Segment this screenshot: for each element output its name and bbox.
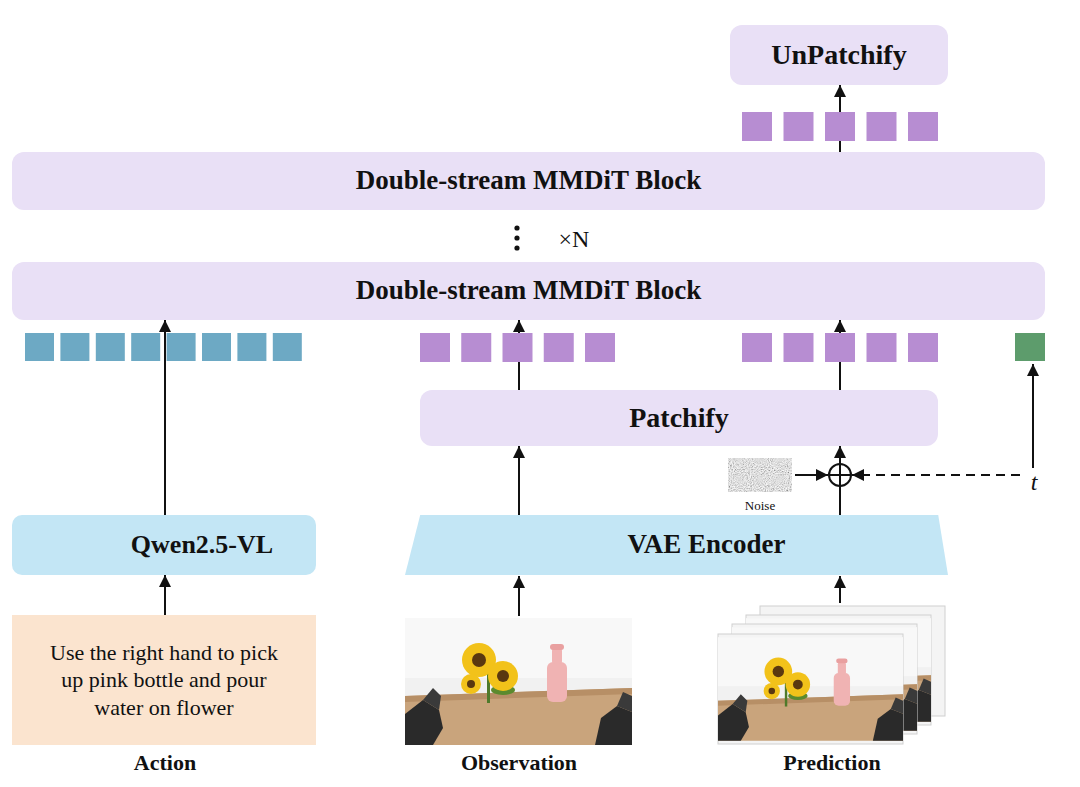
- prediction-tokens-part: [867, 333, 897, 362]
- output-tokens-part: [784, 112, 814, 141]
- patchify-box: Patchify: [420, 390, 938, 446]
- add-operator-part: [839, 464, 841, 486]
- text-tokens-part: [273, 333, 302, 361]
- observation-tokens-part: [503, 333, 533, 362]
- output-tokens-part: [867, 112, 897, 141]
- text-encoder-box: Qwen2.5-VL: [12, 515, 316, 575]
- prediction-frames: [718, 606, 945, 744]
- text-tokens-part: [60, 333, 89, 361]
- timestep-wires-part: [795, 474, 828, 476]
- unpatchify-box: UnPatchify: [730, 25, 948, 85]
- node-text: Double-stream MMDiT Block: [356, 165, 701, 196]
- add-operator: [829, 464, 851, 486]
- prediction-frames-part: [718, 637, 903, 741]
- mmdit-block: Double-stream MMDiT Block: [12, 262, 1045, 320]
- text-tokens-part: [167, 333, 196, 361]
- text-tokens-part: [202, 333, 231, 361]
- mmdit-block: Double-stream MMDiT Block: [12, 152, 1045, 210]
- text-tokens-part: [237, 333, 266, 361]
- output-tokens-part: [742, 112, 772, 141]
- instruction-box: Use the right hand to pick up pink bottl…: [12, 615, 316, 745]
- timestep-wires-part: [852, 474, 1020, 476]
- input-caption: Action: [134, 750, 196, 776]
- add-operator-part: [829, 464, 851, 486]
- flow-arrow: [164, 575, 166, 615]
- timestep-wires-part: [1032, 364, 1034, 468]
- node-text: Use the right hand to pick up pink bottl…: [42, 639, 286, 722]
- observation-tokens-part: [544, 333, 574, 362]
- flow-arrow: [839, 446, 841, 515]
- output-tokens: [742, 112, 938, 141]
- text-tokens-part: [25, 333, 54, 361]
- noise-image: [728, 458, 792, 492]
- output-tokens-part: [908, 112, 938, 141]
- prediction-tokens-part: [784, 333, 814, 362]
- prediction-frames-part: [718, 634, 903, 744]
- noise-image-part: [728, 458, 792, 492]
- text-tokens-part: [131, 333, 160, 361]
- node-text: Qwen2.5-VL: [131, 530, 273, 560]
- input-wires-part: [518, 576, 520, 616]
- prediction-tokens: [742, 333, 938, 362]
- node-text: VAE Encoder: [628, 529, 786, 560]
- node-text: Patchify: [629, 402, 729, 434]
- repeat-dots-part: [514, 245, 519, 250]
- repeat-dots: [514, 225, 519, 250]
- prediction-tokens-part: [742, 333, 772, 362]
- input-wires-part: [839, 576, 841, 603]
- text-tokens: [25, 333, 302, 361]
- observation-tokens-part: [420, 333, 450, 362]
- input-caption: Prediction: [783, 750, 880, 776]
- node-text: Double-stream MMDiT Block: [356, 275, 701, 306]
- repeat-dots-part: [514, 225, 519, 230]
- flow-arrow: [518, 446, 520, 515]
- observation-tokens: [420, 333, 615, 362]
- noise-label: Noise: [745, 498, 775, 514]
- text-tokens-part: [96, 333, 125, 361]
- observation-tokens-part: [461, 333, 491, 362]
- node-text: UnPatchify: [771, 39, 906, 71]
- observation-tokens-part: [585, 333, 615, 362]
- input-wires: [519, 576, 840, 616]
- observation-image: [405, 618, 632, 745]
- repeat-count: ×N: [559, 226, 590, 253]
- repeat-dots-part: [514, 235, 519, 240]
- timestep-label: t: [1029, 469, 1040, 496]
- input-caption: Observation: [461, 750, 577, 776]
- flow-arrow: [164, 320, 166, 515]
- output-tokens-part: [825, 112, 855, 141]
- vae-encoder-box: VAE Encoder: [405, 515, 948, 575]
- prediction-tokens-part: [825, 333, 855, 362]
- prediction-tokens-part: [908, 333, 938, 362]
- trapezoid-fill: [405, 515, 948, 575]
- observation-image-part: [405, 618, 632, 745]
- timestep-token: [1015, 333, 1045, 361]
